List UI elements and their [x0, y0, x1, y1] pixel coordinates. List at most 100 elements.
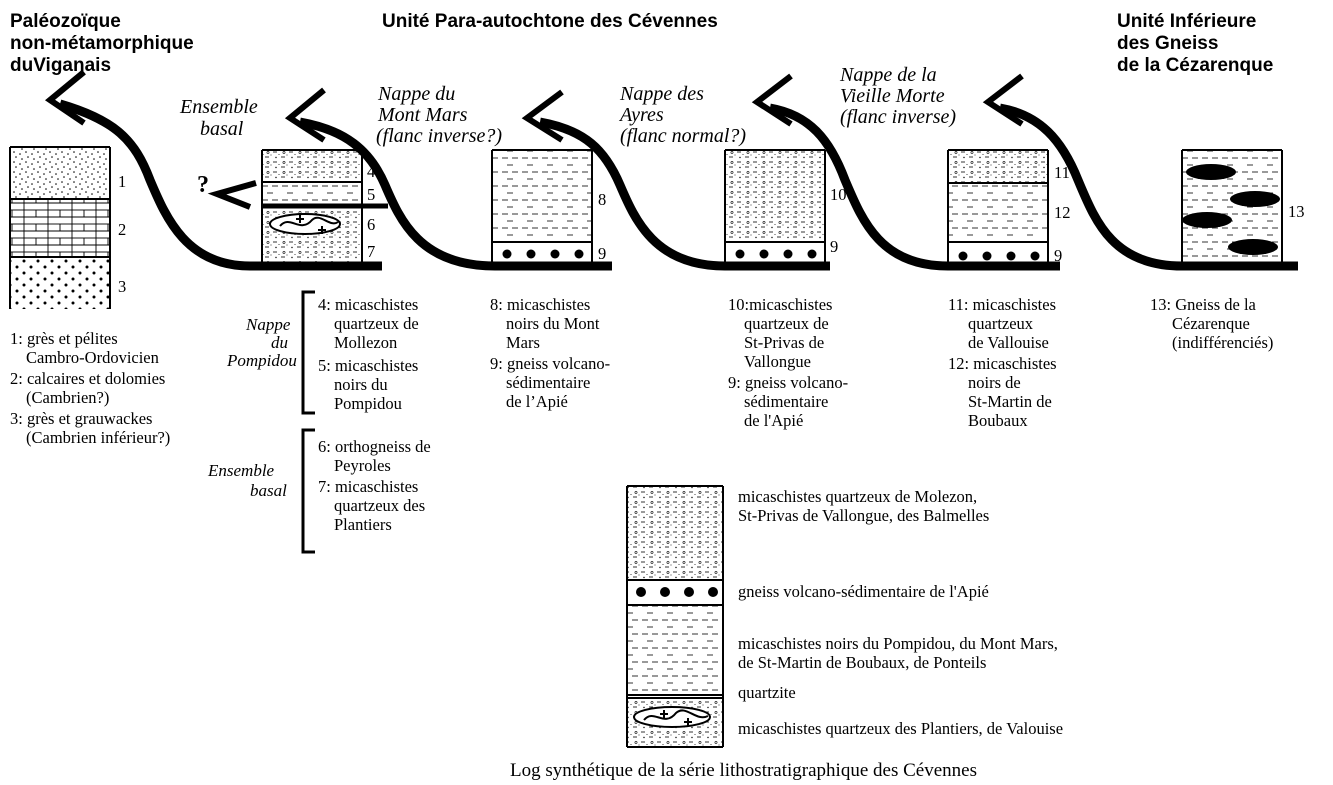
legend-line: 13: Gneiss de la: [1150, 295, 1257, 314]
mont-mars-label-1: Nappe du: [377, 83, 455, 105]
ayres-label-2: Ayres: [618, 104, 664, 126]
legend-ayres: 10:micaschistes quartzeux de St-Privas d…: [728, 295, 848, 430]
layer-12: [948, 183, 1048, 242]
legend-line: de l’Apié: [506, 392, 568, 411]
layer-9-dots: [958, 251, 1040, 261]
legend-line: noirs du: [334, 375, 388, 394]
col2-num-6: 6: [367, 215, 375, 234]
legend-line: Boubaux: [968, 411, 1028, 430]
legend-line: quartzeux: [968, 314, 1034, 333]
col4-num-9: 9: [830, 237, 838, 256]
gneiss-lens: [1186, 164, 1236, 180]
legend-line: 11: micaschistes: [948, 295, 1056, 314]
synthetic-log-column: [626, 485, 724, 748]
thrust-curve-5: [999, 103, 1183, 271]
header-left-line-1: Paléozoïque: [10, 11, 121, 32]
legend-line: Plantiers: [334, 515, 392, 534]
log-label: quartzite: [738, 683, 796, 702]
legend-line: Vallongue: [744, 352, 811, 371]
legend-line: quartzeux de: [334, 314, 419, 333]
col5-num-12: 12: [1054, 203, 1071, 222]
legend-line: St-Martin de: [968, 392, 1052, 411]
column-ayres: 10 9: [724, 149, 847, 262]
ayres-label-3: (flanc normal?): [620, 125, 746, 147]
log-orthogneiss-lens: [633, 706, 711, 728]
legend-line: 6: orthogneiss de: [318, 437, 431, 456]
header-left-line-2: non-métamorphique: [10, 33, 194, 54]
col2-num-7: 7: [367, 242, 375, 261]
legend-line: 1: grès et pélites: [10, 329, 118, 348]
log-label: micaschistes quartzeux de Molezon,: [738, 487, 977, 506]
thrust-arrowhead-3: [521, 89, 564, 143]
layer-10: [725, 150, 825, 242]
layer-3-greywacke: [10, 257, 110, 309]
thrust-curves: [44, 69, 1298, 271]
thrust-arrowhead-1: [44, 69, 86, 126]
legend-line: 2: calcaires et dolomies: [10, 369, 165, 388]
ayres-label-1: Nappe des: [619, 83, 704, 105]
ensemble-basal-label-2: basal: [200, 118, 244, 140]
orthogneiss-lens: [269, 213, 341, 235]
log-label: gneiss volcano-sédimentaire de l'Apié: [738, 582, 989, 601]
gneiss-lens: [1230, 191, 1280, 207]
col5-num-11: 11: [1054, 163, 1070, 182]
legend-line: (Cambrien inférieur?): [26, 428, 170, 447]
legend-line: (indifférenciés): [1172, 333, 1273, 352]
col6-num-13: 13: [1288, 202, 1305, 221]
legend-line: 5: micaschistes: [318, 356, 418, 375]
small-thrust-arrow: [207, 180, 257, 210]
header-left-line-3: duViganais: [10, 55, 111, 76]
col1-num-2: 2: [118, 220, 126, 239]
legend-line: noirs de: [968, 373, 1021, 392]
legend-line: noirs du Mont: [506, 314, 600, 333]
legend-line: Mars: [506, 333, 540, 352]
legend-line: Peyroles: [334, 456, 391, 475]
col2-num-4: 4: [367, 162, 375, 181]
legend-line: Pompidou: [334, 394, 402, 413]
col5-num-9: 9: [1054, 246, 1062, 265]
legend-line: quartzeux des: [334, 496, 425, 515]
legend-line: de l'Apié: [744, 411, 803, 430]
col3-num-9: 9: [598, 244, 606, 263]
vieille-morte-label-2: Vieille Morte: [840, 85, 945, 107]
legend-line: Cambro-Ordovicien: [26, 348, 159, 367]
log-label: de St-Martin de Boubaux, de Ponteils: [738, 653, 986, 672]
column-viganais: 1 2 3: [9, 146, 126, 309]
log-caption: Log synthétique de la série lithostratig…: [510, 760, 977, 781]
column-vieille-morte: 11 12 9: [947, 149, 1071, 265]
thrust-arrowhead-2: [284, 87, 326, 143]
log-layer-apie-dots: [636, 587, 718, 597]
layer-2-limestone: [10, 199, 110, 257]
legend-pompidou: 4: micaschistes quartzeux de Mollezon 5:…: [318, 295, 419, 413]
pompidou-side-label-2: du: [271, 333, 288, 352]
pompidou-side-label-1: Nappe: [245, 315, 291, 334]
legend-line: 4: micaschistes: [318, 295, 418, 314]
legend-vieille-morte: 11: micaschistes quartzeux de Vallouise …: [948, 295, 1057, 430]
legend-cezarenque: 13: Gneiss de la Cézarenque (indifférenc…: [1150, 295, 1273, 352]
legend-line: 10:micaschistes: [728, 295, 832, 314]
legend-line: sédimentaire: [506, 373, 590, 392]
layer-8: [492, 150, 592, 242]
brackets: [301, 290, 315, 554]
legend-line: 9: gneiss volcano-: [728, 373, 848, 392]
header-right-line-2: des Gneiss: [1117, 33, 1218, 54]
column-mont-mars: 8 9: [491, 149, 606, 263]
header-center: Unité Para-autochtone des Cévennes: [382, 11, 718, 32]
legend-line: (Cambrien?): [26, 388, 109, 407]
col3-num-8: 8: [598, 190, 606, 209]
thrust-arrowhead-5: [982, 73, 1024, 127]
ensemble-basal-side-label-2: basal: [250, 481, 287, 500]
gneiss-lens: [1182, 212, 1232, 228]
log-layer-quartz-micaschist: [627, 486, 723, 580]
thrust-arrowhead-4: [751, 73, 793, 127]
pompidou-side-label-3: Pompidou: [226, 351, 297, 370]
log-label: micaschistes noirs du Pompidou, du Mont …: [738, 634, 1058, 653]
layer-1-sandstone-pelite: [10, 147, 110, 199]
thrust-curve-1: [58, 99, 251, 271]
layer-9-dots: [735, 249, 817, 259]
layer-9-dots: [502, 249, 584, 259]
legend-line: Mollezon: [334, 333, 397, 352]
header-right-line-1: Unité Inférieure: [1117, 11, 1256, 32]
legend-viganais: 1: grès et pélites Cambro-Ordovicien 2: …: [10, 329, 170, 447]
